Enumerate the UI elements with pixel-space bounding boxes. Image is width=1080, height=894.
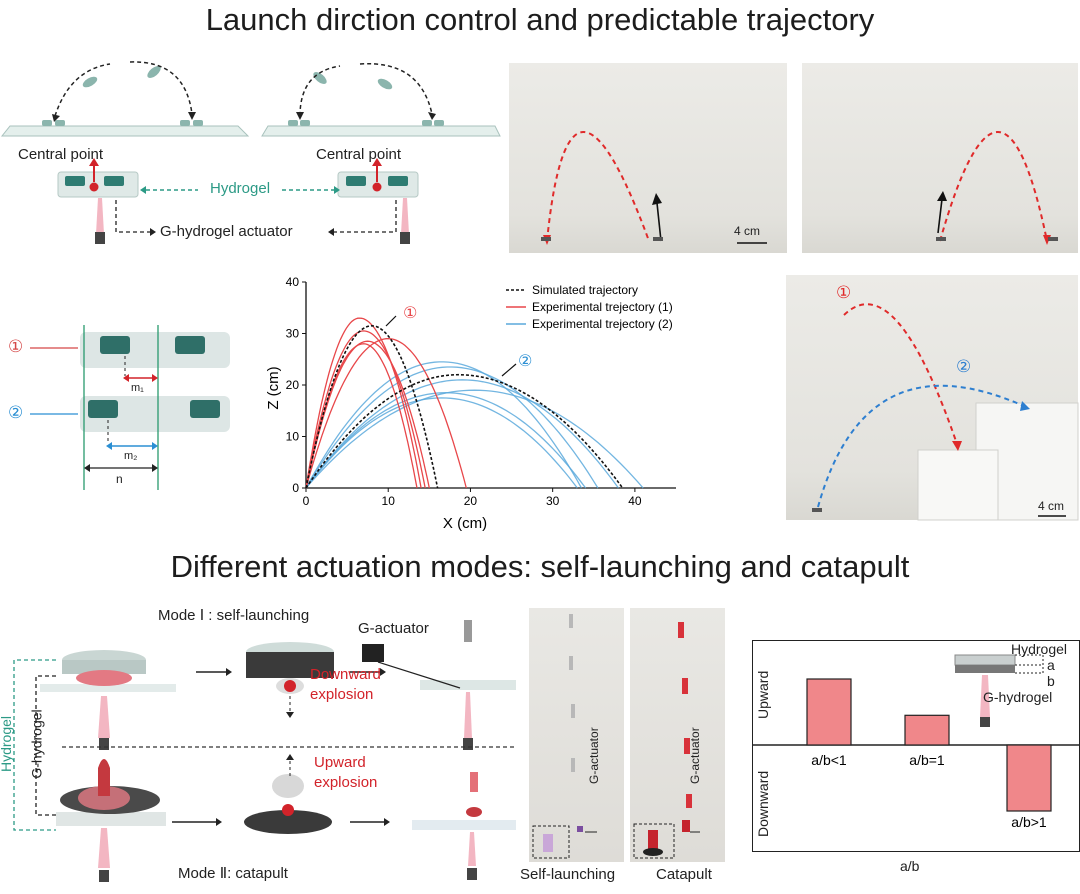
ab-bar-0 bbox=[806, 678, 852, 746]
stairs-marker-2: ② bbox=[956, 357, 972, 376]
chart-annotation-2: ② bbox=[518, 353, 532, 370]
actuator-label: G-hydrogel actuator bbox=[160, 223, 293, 240]
trajectory-line-exp2-1 bbox=[305, 366, 599, 489]
trajectory-line-exp1-10 bbox=[305, 338, 467, 489]
legend-b-label: b bbox=[1047, 673, 1055, 689]
upward-explosion-label-2: explosion bbox=[314, 774, 378, 791]
central-point-label-right: Central point bbox=[316, 146, 402, 163]
x-tick-label: 10 bbox=[382, 494, 396, 508]
scale-bar-label-mid: 4 cm bbox=[1038, 499, 1065, 513]
downward-axis-label: Downward bbox=[755, 770, 771, 837]
trajectory-line-simulated-11 bbox=[305, 324, 439, 489]
n-label: n bbox=[116, 472, 123, 486]
self-launching-photo: G-actuator bbox=[529, 608, 624, 862]
annotation-pointer-1 bbox=[385, 315, 397, 327]
trajectory-line-simulated-12 bbox=[305, 373, 624, 489]
chart-legend: Simulated trajectory Experimental trejec… bbox=[506, 283, 673, 331]
trajectory-line-exp1-8 bbox=[305, 340, 430, 489]
trajectory-photo-right-overlay bbox=[936, 131, 1058, 245]
geometry-schematic: ① ② m₁ m₂ n bbox=[0, 310, 250, 510]
x-tick-label: 20 bbox=[464, 494, 478, 508]
geometry-marker-2: ② bbox=[8, 403, 24, 422]
legend-g-hydrogel-label: G-hydrogel bbox=[983, 689, 1053, 705]
trajectory-line-exp1-7 bbox=[305, 330, 426, 489]
y-tick-label: 20 bbox=[286, 378, 300, 392]
scale-bar-label-top: 4 cm bbox=[734, 224, 761, 238]
side-g-hydrogel-label: G-hydrogel bbox=[28, 709, 45, 779]
m1-label: m₁ bbox=[131, 382, 144, 394]
actuation-modes-drawing bbox=[13, 620, 516, 882]
side-hydrogel-label: Hydrogel bbox=[0, 715, 15, 773]
trajectory-line-exp2-3 bbox=[305, 389, 644, 489]
mode2-label: Mode Ⅱ: catapult bbox=[178, 865, 288, 882]
stairs-photo-overlay bbox=[812, 303, 1079, 521]
launch-direction-drawing bbox=[0, 61, 501, 244]
x-axis-label: X (cm) bbox=[443, 515, 487, 532]
legend-simulated: Simulated trajectory bbox=[532, 283, 638, 297]
geometry-marker-1: ① bbox=[8, 337, 24, 356]
catapult-photo-overlay bbox=[633, 622, 700, 859]
stairs-photo: ① ② 4 cm bbox=[786, 275, 1079, 521]
trajectory-line-exp2-2 bbox=[305, 379, 619, 489]
trajectory-photo-right bbox=[802, 63, 1078, 253]
stairs-marker-1: ① bbox=[836, 283, 852, 302]
legend-exp1: Experimental trejectory (1) bbox=[532, 300, 673, 314]
downward-explosion-label-2: explosion bbox=[310, 686, 374, 703]
self-launching-photo-overlay bbox=[532, 614, 597, 859]
y-tick-label: 10 bbox=[286, 430, 300, 444]
trajectory-line-exp2-4 bbox=[305, 392, 587, 489]
trajectory-line-exp1-6 bbox=[305, 317, 422, 489]
annotation-pointer-2 bbox=[501, 363, 517, 377]
trajectory-line-exp1-9 bbox=[305, 343, 418, 489]
legend-hydrogel-label: Hydrogel bbox=[1011, 641, 1068, 657]
trajectory-photo-left: 4 cm bbox=[509, 63, 787, 253]
x-tick-label: 40 bbox=[628, 494, 642, 508]
y-tick-label: 0 bbox=[292, 481, 299, 495]
y-axis-label: Z (cm) bbox=[265, 366, 282, 409]
ab-category-label: a/b>1 bbox=[1011, 814, 1047, 830]
downward-explosion-label: Downward bbox=[310, 666, 381, 683]
x-tick-label: 30 bbox=[546, 494, 560, 508]
hydrogel-label: Hydrogel bbox=[210, 180, 271, 197]
legend-exp2: Experimental trejectory (2) bbox=[532, 317, 673, 331]
legend-a-label: a bbox=[1047, 657, 1055, 673]
m2-label: m₂ bbox=[124, 450, 138, 462]
x-tick-label: 0 bbox=[303, 494, 310, 508]
ab-bar-2 bbox=[1006, 744, 1052, 812]
central-point-label-left: Central point bbox=[18, 146, 104, 163]
g-actuator-photo-label-left: G-actuator bbox=[587, 727, 601, 784]
ab-ratio-chart-drawing: a/b<1 a/b=1 a/b>1 bbox=[753, 654, 1079, 830]
trajectory-line-exp2-0 bbox=[305, 361, 582, 489]
geometry-drawing bbox=[30, 325, 230, 490]
trajectory-line-exp2-5 bbox=[305, 397, 578, 489]
self-launching-caption: Self-launching bbox=[520, 866, 616, 883]
mode1-label: Mode Ⅰ : self-launching bbox=[158, 607, 310, 624]
actuation-modes-schematic: Mode Ⅰ : self-launching Mode Ⅱ: catapult… bbox=[0, 600, 520, 894]
upward-axis-label: Upward bbox=[755, 670, 771, 719]
bottom-title: Different actuation modes: self-launchin… bbox=[170, 549, 910, 584]
ab-category-label: a/b<1 bbox=[811, 752, 847, 768]
ab-xlabel: a/b bbox=[900, 858, 920, 874]
chart-annotation-1: ① bbox=[403, 305, 417, 322]
catapult-caption: Catapult bbox=[656, 866, 712, 883]
catapult-photo: G-actuator bbox=[630, 608, 725, 862]
launch-direction-schematic: Central point Central point Hydrogel G-h… bbox=[0, 50, 501, 250]
ab-category-label: a/b=1 bbox=[909, 752, 945, 768]
upward-explosion-label: Upward bbox=[314, 754, 366, 771]
y-tick-label: 30 bbox=[286, 327, 300, 341]
ab-bar-1 bbox=[904, 714, 950, 746]
ab-ratio-chart: a/b<1 a/b=1 a/b>1 Upward Downward Hydrogel… bbox=[752, 640, 1080, 852]
top-title: Launch dirction control and predictable … bbox=[205, 2, 875, 37]
trajectory-photo-left-overlay bbox=[541, 131, 767, 245]
y-tick-label: 40 bbox=[286, 275, 300, 289]
trajectory-chart: 0 10 20 30 40 0 10 20 30 40 X (cm) Z (cm) Simulat… bbox=[265, 275, 676, 532]
g-actuator-photo-label-right: G-actuator bbox=[688, 727, 702, 784]
g-actuator-label: G-actuator bbox=[358, 620, 429, 637]
